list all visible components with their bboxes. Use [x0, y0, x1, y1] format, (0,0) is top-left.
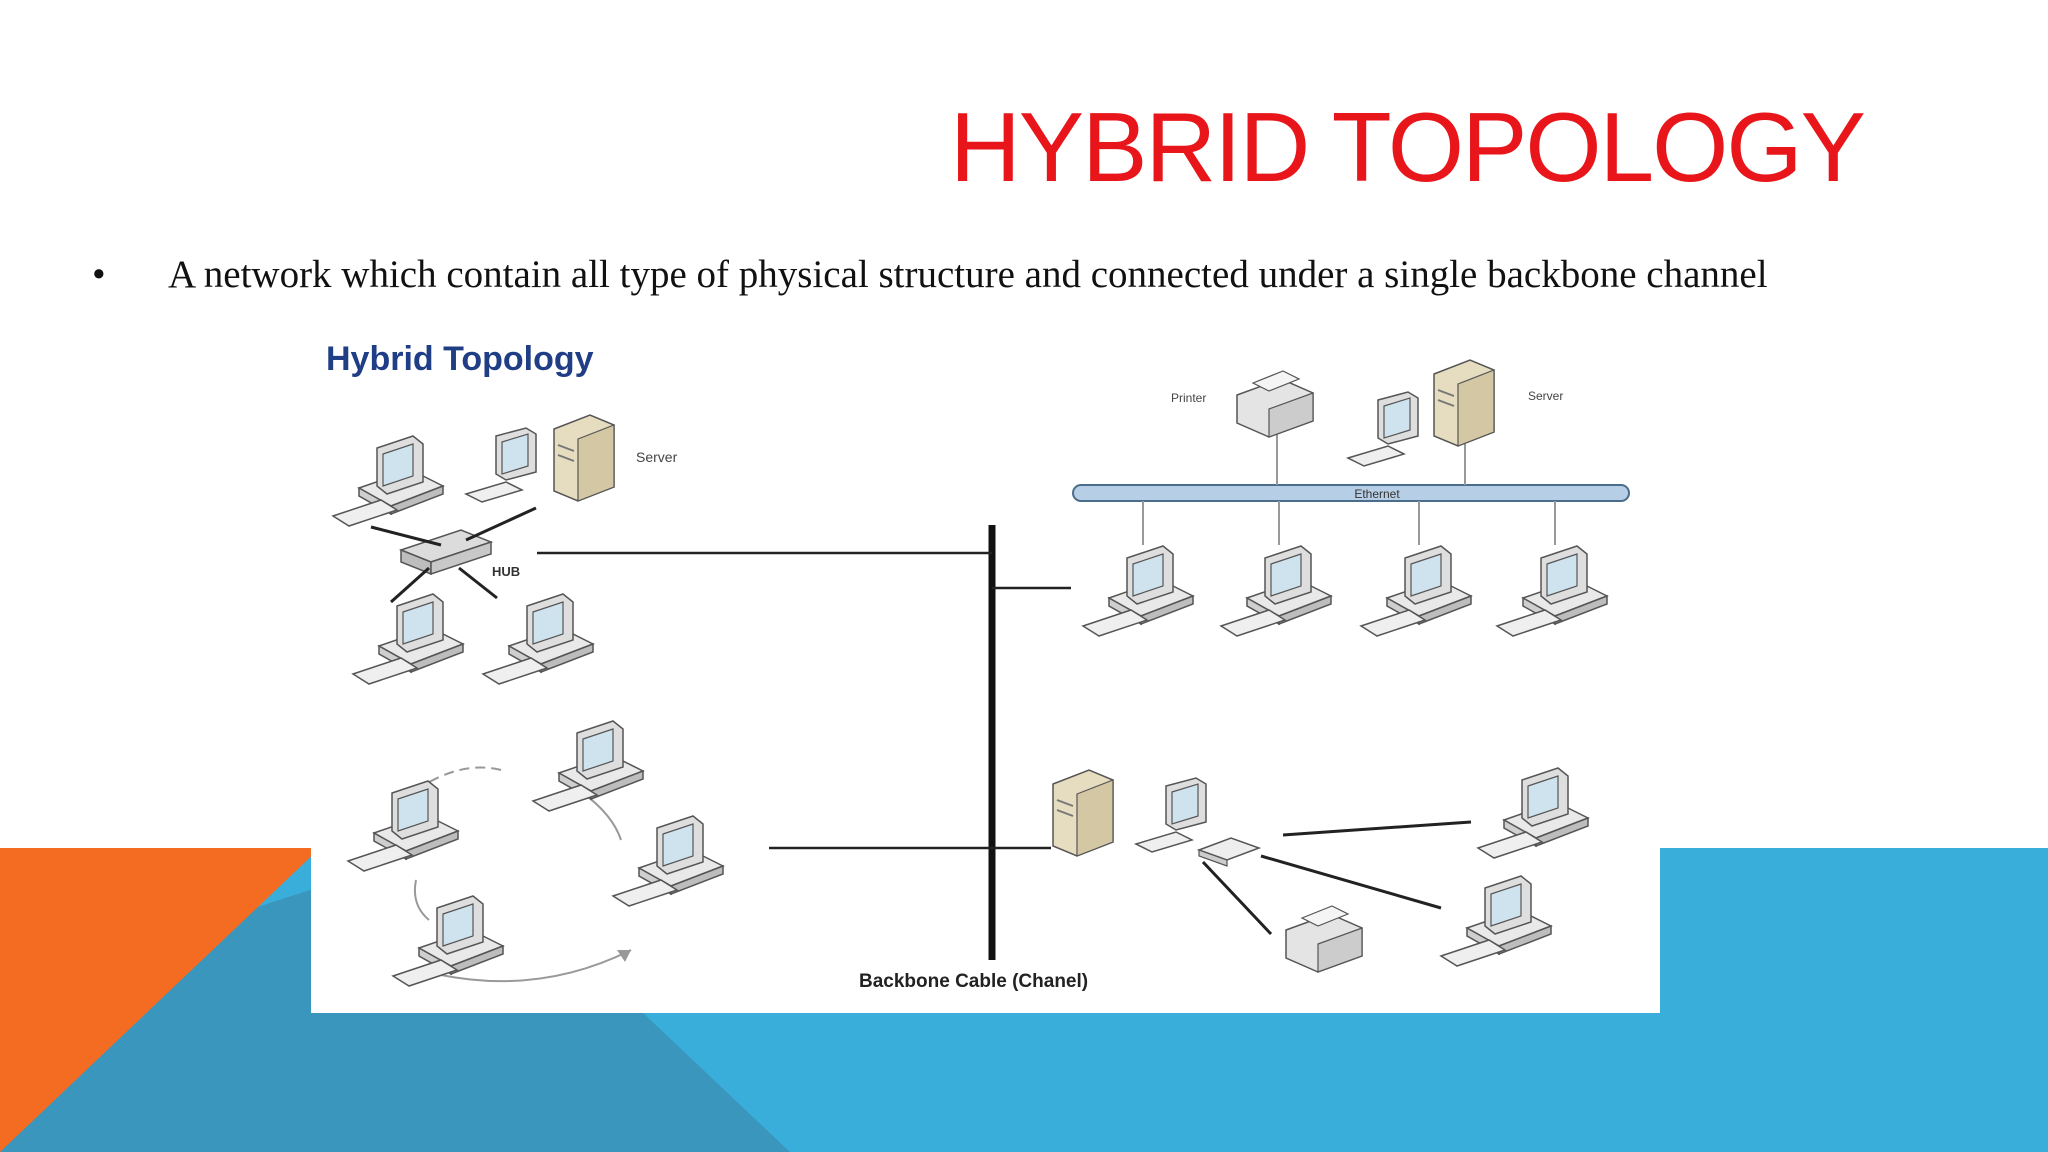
computer-icon	[1135, 777, 1207, 853]
computer-icon	[1477, 767, 1589, 859]
switch-icon	[1196, 837, 1262, 867]
hub-icon	[398, 529, 494, 576]
computer-icon	[1496, 545, 1608, 637]
bullet-text: A network which contain all type of phys…	[168, 253, 1768, 296]
printer-label: Printer	[1171, 391, 1206, 405]
computer-icon	[532, 720, 644, 812]
computer-icon	[1220, 545, 1332, 637]
server-label-right: Server	[1528, 389, 1563, 403]
computer-icon	[1347, 391, 1419, 467]
ethernet-bar	[1072, 484, 1630, 502]
ethernet-label: Ethernet	[1354, 487, 1400, 501]
printer-icon	[1285, 905, 1363, 973]
slide-title: HYBRID TOPOLOGY	[950, 92, 1866, 202]
computer-icon	[1082, 545, 1194, 637]
orange-triangle	[0, 848, 320, 1152]
computer-icon	[612, 815, 724, 907]
server-icon	[1433, 359, 1495, 447]
hub-label: HUB	[492, 564, 520, 579]
server-icon	[1052, 769, 1114, 857]
computer-icon	[352, 593, 464, 685]
computer-icon	[465, 427, 537, 503]
diagram-heading: Hybrid Topology	[326, 340, 594, 378]
server-label-left: Server	[636, 449, 678, 465]
computer-icon	[482, 593, 594, 685]
computer-icon	[332, 435, 444, 527]
computer-icon	[392, 895, 504, 987]
hybrid-topology-diagram: Hybrid Topology HUB Server Ethernet Prin…	[311, 330, 1660, 1013]
server-icon	[553, 414, 615, 502]
computer-icon	[1360, 545, 1472, 637]
computer-icon	[347, 780, 459, 872]
bullet-marker: •	[92, 253, 106, 296]
backbone-label: Backbone Cable (Chanel)	[859, 971, 1088, 992]
computer-icon	[1440, 875, 1552, 967]
printer-icon	[1236, 370, 1314, 438]
